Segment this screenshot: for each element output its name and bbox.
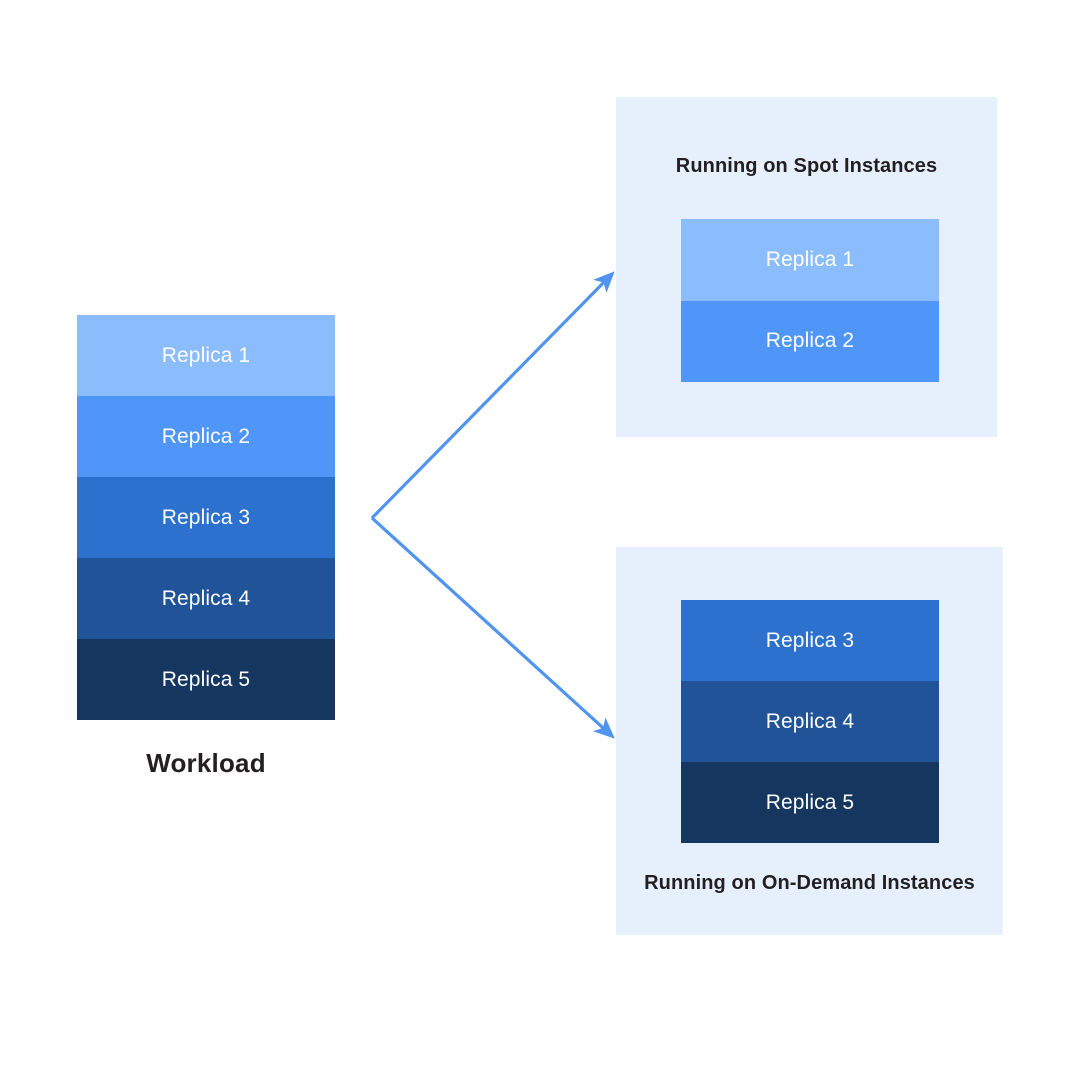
arrow-to-on-demand — [370, 516, 615, 739]
on-demand-replica-5: Replica 5 — [681, 762, 939, 843]
spot-replica-stack: Replica 1 Replica 2 — [681, 219, 939, 382]
replica-label: Replica 5 — [161, 667, 251, 691]
replica-label: Replica 1 — [765, 247, 855, 271]
on-demand-replica-4: Replica 4 — [681, 681, 939, 762]
replica-label: Replica 3 — [161, 505, 251, 529]
workload-replica-1: Replica 1 — [77, 315, 335, 396]
on-demand-replica-stack: Replica 3 Replica 4 Replica 5 — [681, 600, 939, 843]
workload-replica-5: Replica 5 — [77, 639, 335, 720]
workload-caption: Workload — [146, 748, 266, 778]
replica-label: Replica 1 — [161, 343, 251, 367]
workload-replica-3: Replica 3 — [77, 477, 335, 558]
replica-label: Replica 4 — [765, 709, 855, 733]
workload-replica-2: Replica 2 — [77, 396, 335, 477]
panel-spot-title: Running on Spot Instances — [675, 155, 938, 177]
replica-label: Replica 2 — [161, 424, 251, 448]
replica-label: Replica 3 — [765, 628, 855, 652]
spot-replica-1: Replica 1 — [681, 219, 939, 301]
replica-label: Replica 4 — [161, 586, 251, 610]
workload-replica-4: Replica 4 — [77, 558, 335, 639]
workload-stack: Replica 1 Replica 2 Replica 3 Replica 4 … — [77, 315, 335, 720]
on-demand-replica-3: Replica 3 — [681, 600, 939, 681]
replica-label: Replica 2 — [765, 329, 855, 353]
replica-label: Replica 5 — [765, 790, 855, 814]
spot-replica-2: Replica 2 — [681, 300, 939, 382]
panel-on-demand-title: Running on On-Demand Instances — [644, 872, 975, 894]
arrow-to-spot — [370, 271, 615, 520]
